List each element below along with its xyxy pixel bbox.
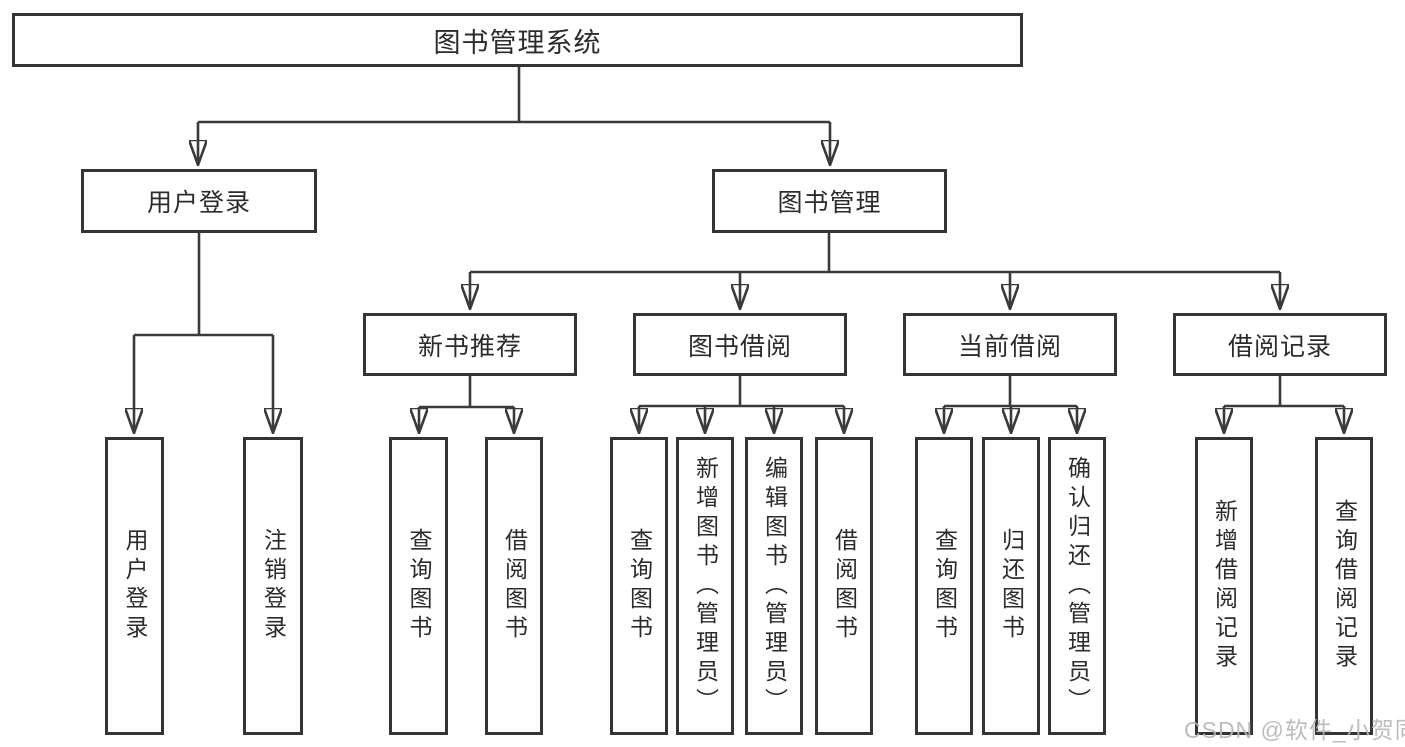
leaf-current-return-label: 归还图书 [998,528,1025,644]
node-book-borrow: 图书借阅 [633,313,847,376]
leaf-newbook-borrow: 借阅图书 [485,437,543,735]
node-user-login-label: 用户登录 [146,189,251,217]
leaf-newbook-borrow-label: 借阅图书 [501,528,528,644]
leaf-borrow-borrow: 借阅图书 [815,437,873,735]
leaf-newbook-query-label: 查询图书 [406,528,432,644]
leaf-current-confirm-label: 确认归还（管理员） [1064,455,1091,717]
leaf-current-return: 归还图书 [982,437,1040,735]
leaf-current-query-label: 查询图书 [931,528,958,644]
leaf-current-query: 查询图书 [915,437,973,735]
leaf-borrow-add: 新增图书（管理员） [676,437,734,735]
node-book-management-label: 图书管理 [777,189,882,217]
node-new-book-recommend-label: 新书推荐 [417,332,522,361]
leaf-records-query: 查询借阅记录 [1315,437,1373,735]
leaf-user-login: 用户登录 [105,437,164,735]
branch-root [198,67,830,165]
leaf-current-confirm: 确认归还（管理员） [1048,437,1106,735]
leaf-user-login-label: 用户登录 [122,528,148,644]
branch-borrow-records [1224,376,1344,433]
leaf-newbook-query: 查询图书 [389,437,448,735]
node-book-management: 图书管理 [712,169,947,233]
leaf-borrow-add-label: 新增图书（管理员） [692,455,719,717]
leaf-borrow-query: 查询图书 [610,437,668,735]
branch-current-borrow [944,376,1077,433]
node-new-book-recommend: 新书推荐 [363,313,577,376]
leaf-borrow-edit: 编辑图书（管理员） [745,437,803,735]
node-library-system-label: 图书管理系统 [433,27,602,58]
leaf-records-add: 新增借阅记录 [1195,437,1253,735]
node-user-login: 用户登录 [81,169,317,233]
branch-user-login [134,233,273,433]
node-current-borrow-label: 当前借阅 [957,332,1062,361]
node-borrow-records-label: 借阅记录 [1227,332,1332,361]
leaf-logout-label: 注销登录 [260,528,287,644]
leaf-borrow-borrow-label: 借阅图书 [831,528,858,644]
branch-book-management [470,233,1280,309]
node-library-system: 图书管理系统 [12,13,1023,67]
branch-book-borrow [639,376,844,433]
node-borrow-records: 借阅记录 [1173,313,1387,376]
node-book-borrow-label: 图书借阅 [687,332,792,361]
csdn-watermark: CSDN @软件_小贺同学 [1184,717,1405,743]
node-current-borrow: 当前借阅 [903,313,1117,376]
leaf-records-query-label: 查询借阅记录 [1331,499,1358,673]
branch-new-book-recommend [419,376,514,433]
leaf-borrow-edit-label: 编辑图书（管理员） [761,455,788,717]
leaf-borrow-query-label: 查询图书 [626,528,653,644]
leaf-records-add-label: 新增借阅记录 [1211,499,1238,673]
leaf-logout: 注销登录 [243,437,303,735]
